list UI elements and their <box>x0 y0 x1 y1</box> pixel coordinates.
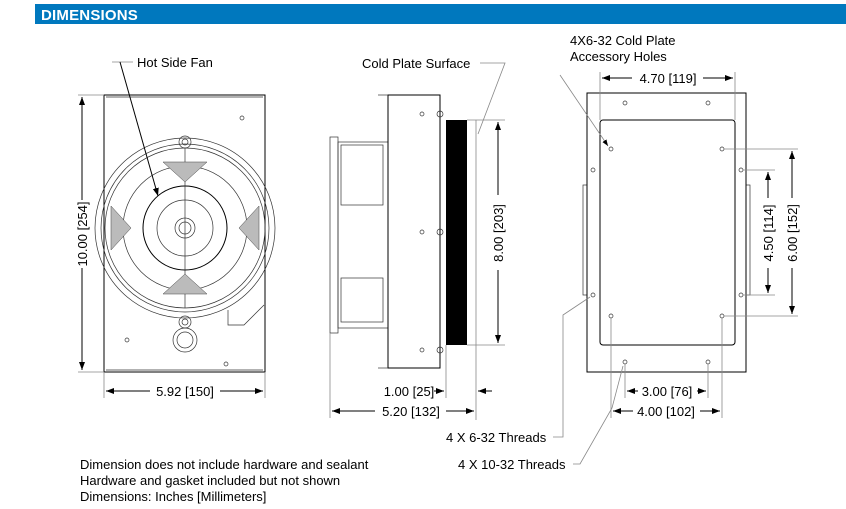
section-header: DIMENSIONS <box>35 4 846 24</box>
note-hardware-sealant: Dimension does not include hardware and … <box>80 457 369 472</box>
front-height-dim: 10.00 [254] <box>75 201 90 266</box>
cold-plate-surface-label: Cold Plate Surface <box>362 56 470 71</box>
overall-depth-dim: 5.20 [132] <box>382 404 440 419</box>
hot-side-fan-label: Hot Side Fan <box>137 55 213 70</box>
front-view: 10.00 [254] 5.92 [150] Hot Side Fan <box>75 55 276 399</box>
accessory-holes-label-line2: Accessory Holes <box>570 49 667 64</box>
threads-6-32-label: 4 X 6-32 Threads <box>446 430 547 445</box>
back-view: 4.70 [119] 4.50 [114] 6.00 [152] 3.00 [7… <box>446 33 800 472</box>
threads-10-32-label: 4 X 10-32 Threads <box>458 457 566 472</box>
outer-vertical-dim: 6.00 [152] <box>785 204 800 262</box>
section-title: DIMENSIONS <box>41 7 139 24</box>
accessory-holes-label-line1: 4X6-32 Cold Plate <box>570 33 676 48</box>
outer-horizontal-dim: 4.00 [102] <box>637 404 695 419</box>
front-width-dim: 5.92 [150] <box>156 384 214 399</box>
inner-horizontal-dim: 3.00 [76] <box>642 384 693 399</box>
cold-plate-depth-dim: 1.00 [25] <box>384 384 435 399</box>
inner-vertical-dim: 4.50 [114] <box>761 205 776 262</box>
top-width-dim: 4.70 [119] <box>640 71 697 86</box>
cold-plate-height-dim: 8.00 [203] <box>491 204 506 262</box>
note-units: Dimensions: Inches [Millimeters] <box>80 489 267 504</box>
note-gasket: Hardware and gasket included but not sho… <box>80 473 341 488</box>
drawing-notes: Dimension does not include hardware and … <box>80 457 368 505</box>
side-view: 8.00 [203] 1.00 [25] 5.20 [132] Cold Pla… <box>329 56 506 420</box>
